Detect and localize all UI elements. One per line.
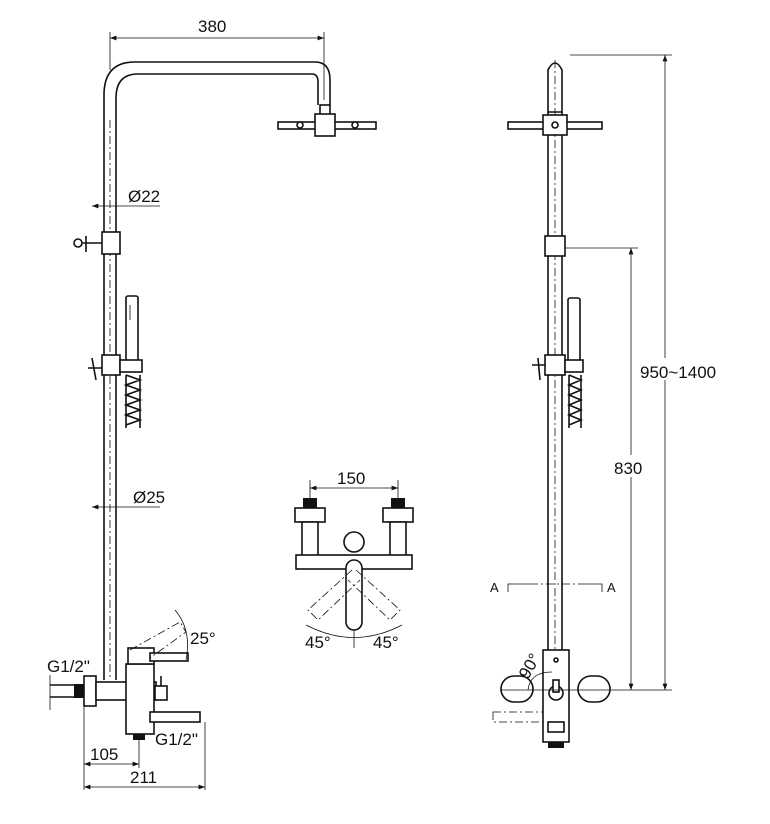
- mixer-valve: [49, 609, 201, 740]
- shower-head: [277, 104, 377, 137]
- upper-pipe-diameter: Ø22: [128, 187, 160, 206]
- offset-dimension: 105: [90, 745, 118, 764]
- front-view: A A 90° 950~1400 830: [490, 54, 733, 748]
- section-label-left: A: [490, 580, 499, 595]
- hand-shower: [88, 295, 143, 428]
- lever-angle: 25°: [190, 629, 216, 648]
- centers-dimension: 150: [337, 469, 365, 488]
- mixer-valve-front: [492, 649, 611, 748]
- height-dimension: 950~1400: [640, 363, 716, 382]
- side-view: 380 Ø22 Ø25: [47, 17, 377, 790]
- lower-pipe-diameter: Ø25: [133, 488, 165, 507]
- slider-bracket: [73, 231, 121, 255]
- inlet-thread: G1/2": [47, 657, 90, 676]
- width-dimension: 380: [198, 17, 226, 36]
- depth-dimension: 211: [130, 768, 157, 787]
- angle-right: 45°: [373, 633, 399, 652]
- top-view: 150 45° 45°: [294, 469, 414, 652]
- hand-shower-front: [532, 297, 584, 428]
- mount-height-dimension: 830: [614, 459, 642, 478]
- angle-left: 45°: [305, 633, 331, 652]
- section-label-right: A: [607, 580, 616, 595]
- outlet-thread: G1/2": [155, 730, 198, 749]
